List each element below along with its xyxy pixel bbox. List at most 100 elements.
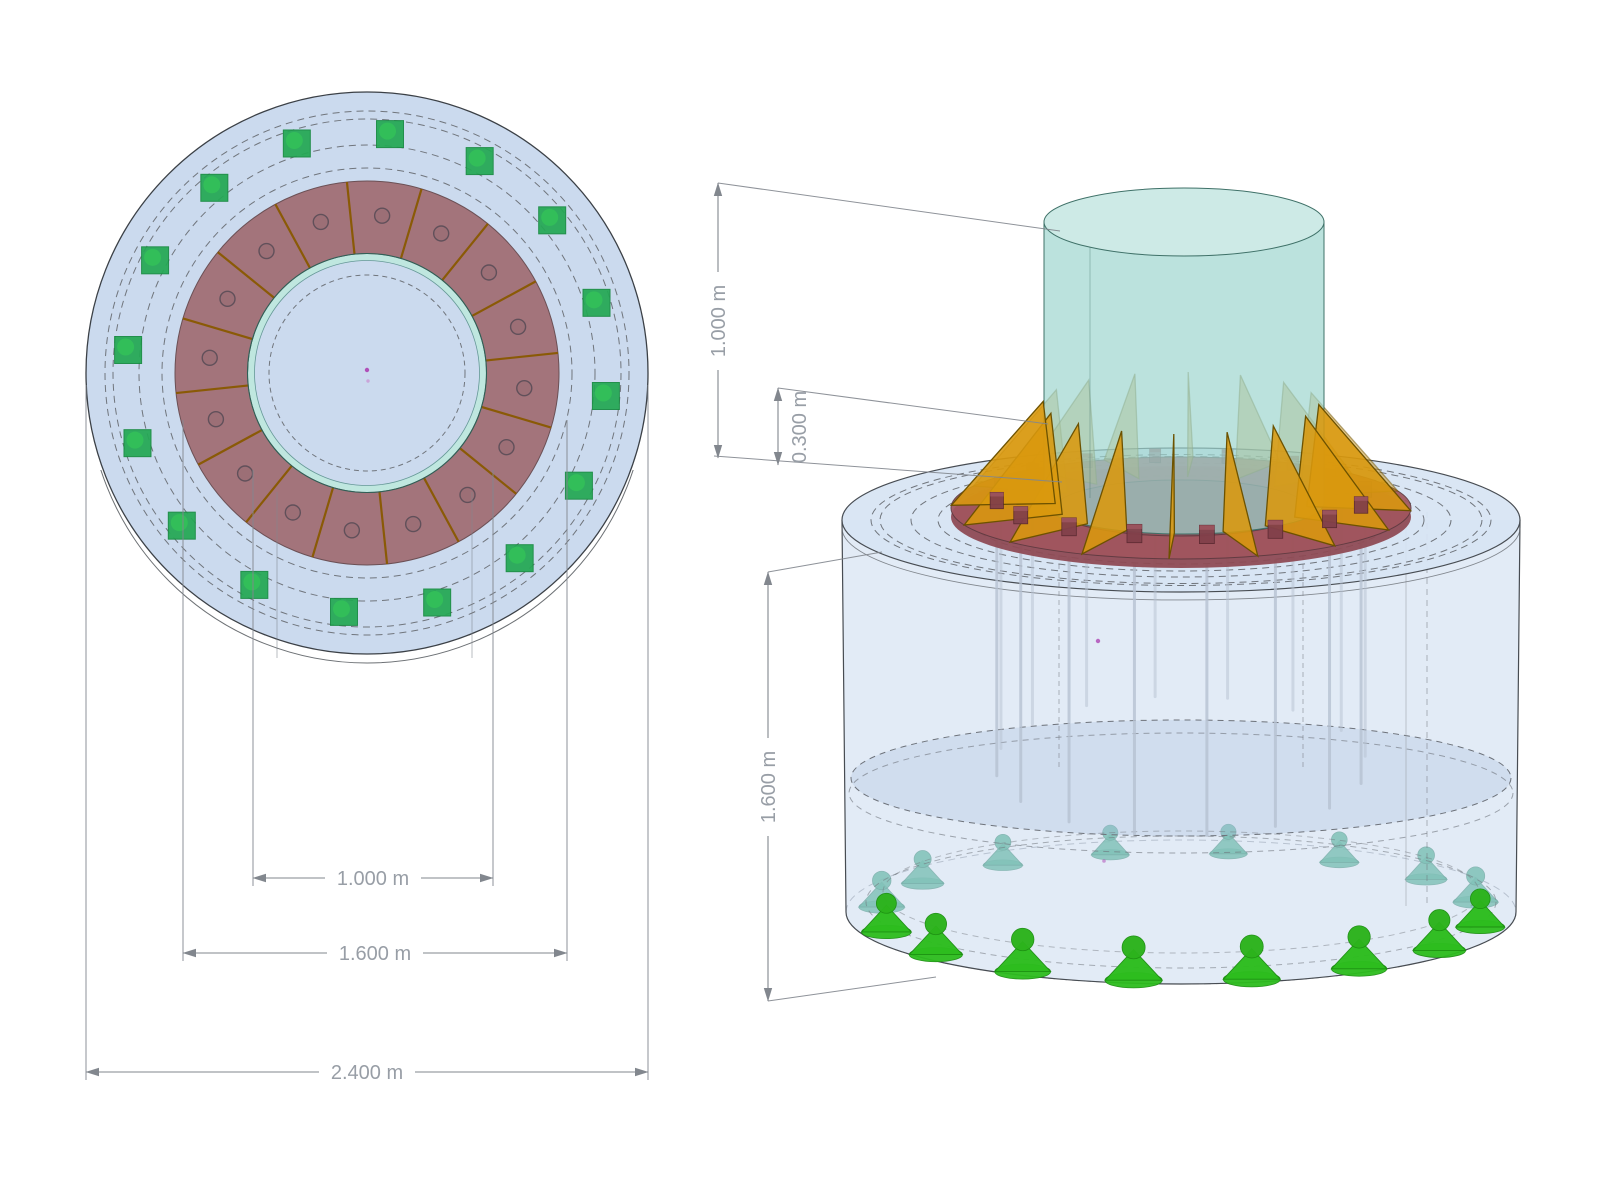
foundation-top-thickness-edge (841, 527, 1521, 601)
anchor-nut-top (1126, 524, 1142, 529)
anchor-nut-top (1199, 525, 1215, 530)
anchor-nut-top (1061, 517, 1077, 523)
bolt-hole (312, 213, 330, 231)
stiffener-edge-line (345, 181, 356, 255)
anchor-nuts-front (989, 491, 1369, 545)
support-ball (144, 248, 162, 266)
support-symbol-top (376, 120, 405, 149)
support-ball (203, 176, 221, 194)
dim-foundation-diameter: 2.400 m (331, 1062, 403, 1084)
dimension-lines-top-view (85, 873, 649, 1077)
dim-label-bg (757, 738, 779, 836)
hole-hidden-edges (1058, 528, 1304, 768)
top-view: 1.000 m 1.600 m 2.400 m (85, 91, 649, 1084)
support-ball (126, 431, 144, 449)
bolt-hole (373, 207, 391, 224)
bolt-hole (480, 264, 498, 281)
perimeter-supports-top (114, 120, 620, 626)
support-ball (379, 122, 397, 140)
support-cone (1222, 948, 1282, 980)
stiffener-plate (949, 399, 1056, 506)
column-top-face (1043, 187, 1325, 257)
support-symbol-top (240, 570, 269, 599)
node-dot-2 (1102, 859, 1106, 863)
dim-column-height: 1.000 m (708, 285, 730, 357)
bolt-hole (207, 410, 225, 428)
stiffener-edge-line (182, 317, 254, 341)
support-ball (508, 546, 526, 564)
bolt-hole (459, 486, 476, 504)
support-ball (285, 131, 303, 149)
support-symbol-top (465, 147, 494, 176)
column-wall-outer-edge (246, 252, 488, 494)
stiffener-edge-line (175, 384, 249, 395)
support-ball (875, 892, 897, 914)
base-support (993, 927, 1052, 980)
bolt-hole (201, 349, 218, 367)
extension-lines-iso (713, 182, 1063, 1002)
center-node-dot-2 (366, 379, 370, 383)
stiffener-edge-line (378, 491, 389, 565)
stiffener-plate (1168, 433, 1176, 560)
anchor-bolt-holes (201, 207, 533, 539)
stiffener-edge-line (217, 251, 276, 299)
support-ball (170, 514, 188, 532)
support-symbol-top (167, 511, 196, 540)
anchor-nut (1126, 523, 1143, 544)
support-symbol-top (123, 429, 152, 458)
bolt-hole (516, 379, 533, 397)
stiffener-edge-line (399, 188, 423, 260)
support-ball (924, 912, 947, 936)
extension-lines-top-view (85, 385, 649, 1080)
support-ball (1011, 927, 1035, 952)
stiffener-edge-line (197, 428, 263, 466)
stiffener-edge-line (471, 280, 537, 318)
support-symbol-top (423, 588, 452, 617)
stiffener-edge-line (458, 447, 517, 495)
anchor-rods (995, 484, 1367, 837)
anchor-nut-top (1322, 510, 1337, 515)
column-wall-inner-edge (254, 260, 480, 486)
support-symbol-top (200, 173, 229, 202)
anchor-nut-top (1013, 506, 1028, 511)
stiffener-edge-line (274, 203, 312, 269)
support-ball (1428, 909, 1451, 932)
base-support (1412, 909, 1467, 958)
support-ball (1121, 935, 1146, 960)
stiffener-plate (1080, 430, 1128, 556)
support-ball (1347, 925, 1371, 949)
support-symbol-top (114, 335, 143, 364)
anchor-nut-top (1268, 520, 1283, 525)
dim-label-bg (327, 941, 423, 964)
dim-foundation-height: 1.600 m (758, 751, 780, 823)
base-support (1330, 925, 1388, 977)
dim-inner-diameter: 1.000 m (337, 868, 409, 890)
base-support (908, 912, 964, 963)
bolt-hole (498, 438, 515, 456)
stiffener-edge-line (441, 223, 489, 282)
bolt-hole (343, 522, 361, 539)
hidden-edge-circles (104, 110, 630, 636)
support-symbol-top (538, 206, 567, 235)
support-ball (567, 474, 585, 492)
bolt-hole (258, 242, 275, 260)
base-support (1454, 888, 1506, 934)
base-support (1222, 934, 1282, 988)
stiffener-edge-line (245, 464, 293, 523)
base-supports-front (860, 888, 1506, 989)
support-ball (594, 384, 612, 402)
support-cone (1330, 938, 1388, 970)
column-wall-rim (248, 254, 486, 492)
base-support (860, 892, 913, 940)
support-cone (1104, 948, 1164, 981)
support-ball (541, 208, 559, 226)
node-dot (1095, 638, 1101, 644)
dim-label-bg (325, 866, 421, 889)
dim-stiffener-height: 0.300 m (789, 391, 811, 463)
foundation-cylinder-outline (841, 519, 1521, 985)
bolt-hole (236, 465, 254, 482)
support-ball (117, 338, 135, 356)
foundation-joint-ellipse-2 (848, 732, 1514, 854)
anchor-nut (989, 491, 1004, 510)
